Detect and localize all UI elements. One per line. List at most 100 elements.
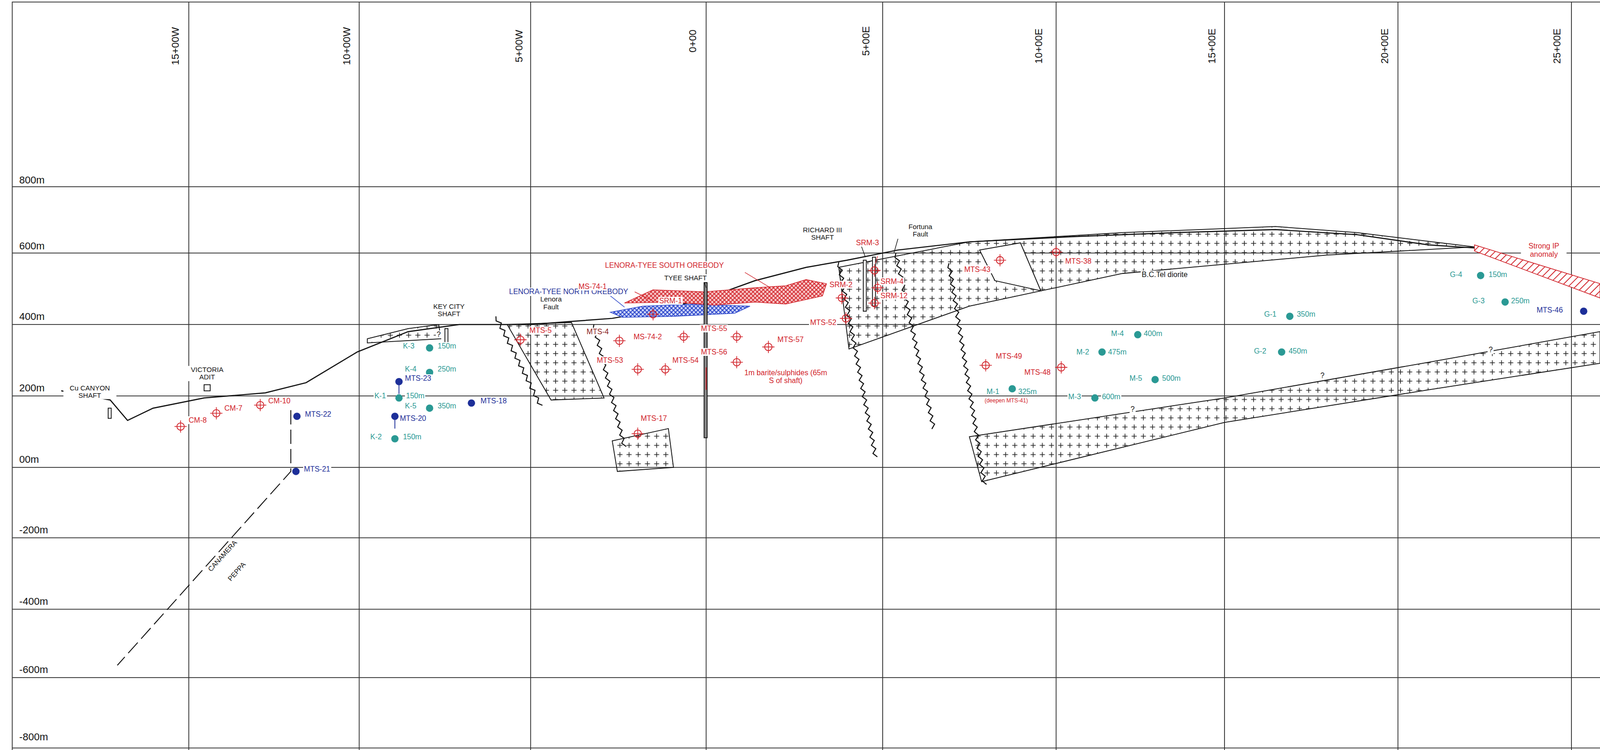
- section-label: 150m: [404, 391, 426, 400]
- section-label: K-1: [373, 391, 387, 400]
- drill-cross: [514, 333, 527, 346]
- section-label: -400m: [18, 595, 49, 607]
- section-label: 800m: [18, 174, 46, 186]
- section-label: G-1: [1263, 310, 1278, 318]
- section-label: 0+00: [687, 28, 699, 54]
- section-label: MTS-38: [1064, 257, 1093, 265]
- fault-line: [593, 324, 627, 447]
- section-label: SRM-3: [855, 238, 880, 247]
- section-label: MTS-48: [1023, 368, 1052, 376]
- proposed-hole: [426, 344, 434, 352]
- section-label: Lenora Fault: [534, 295, 569, 311]
- proposed-hole: [1008, 384, 1016, 393]
- proposed-hole: [1151, 375, 1159, 383]
- section-label: MTS-46: [1535, 305, 1564, 314]
- drill-cross: [839, 311, 853, 325]
- section-label: K-5: [404, 401, 418, 410]
- section-label: 150m: [436, 341, 458, 350]
- drill-cross: [979, 358, 992, 372]
- section-label: Cu CANYON SHAFT: [63, 384, 117, 399]
- section-label: MTS-55: [699, 324, 728, 333]
- section-label: MTS-4: [585, 327, 610, 336]
- section-label: CM-10: [267, 396, 292, 405]
- section-label: ?: [435, 330, 442, 339]
- section-label: 400m: [18, 310, 46, 323]
- drill-cross: [646, 308, 660, 321]
- drill-hole: [1580, 307, 1588, 315]
- proposed-hole: [395, 393, 403, 402]
- drill-cross: [730, 330, 744, 343]
- section-label: 350m: [1295, 310, 1317, 318]
- section-label: 150m: [402, 432, 423, 441]
- section-label: K-3: [402, 341, 416, 350]
- drill-cross: [631, 363, 645, 376]
- section-label: 00m: [18, 453, 41, 465]
- section-label: MTS-52: [808, 318, 838, 327]
- section-label: M-5: [1128, 374, 1144, 382]
- section-label: 10+00E: [1033, 27, 1045, 65]
- section-label: 400m: [1142, 329, 1164, 338]
- drill-cross: [631, 427, 645, 440]
- fault-line: [947, 263, 987, 485]
- section-label: ?: [1487, 345, 1494, 354]
- section-label: 250m: [1510, 296, 1531, 305]
- faults: [495, 252, 987, 485]
- north-orebody: [610, 304, 751, 318]
- drill-cross: [993, 253, 1007, 267]
- section-label: MS-74-1: [577, 282, 608, 291]
- section-label: MTS-22: [304, 410, 333, 418]
- section-label: -600m: [18, 663, 49, 675]
- section-label: MTS-56: [699, 347, 728, 356]
- section-label: K-4: [404, 364, 418, 373]
- section-label: Fortuna Fault: [902, 222, 938, 238]
- drill-holes: [174, 245, 1588, 475]
- section-label: 450m: [1287, 346, 1308, 355]
- section-label: MTS-5: [528, 326, 553, 335]
- section-label: CM-8: [187, 416, 208, 424]
- section-label: 600m: [1101, 392, 1122, 401]
- drill-cross: [174, 420, 188, 433]
- drill-cross: [835, 291, 849, 305]
- section-label: MTS-57: [776, 335, 805, 344]
- section-label: MTS-43: [963, 265, 992, 274]
- section-label: ?: [1319, 371, 1326, 380]
- drill-cross: [1054, 361, 1068, 374]
- section-label: 250m: [436, 364, 458, 373]
- proposed-hole: [1476, 271, 1485, 280]
- section-label: 10+00W: [341, 25, 353, 66]
- proposed-hole: [1501, 298, 1509, 306]
- section-label: G-4: [1448, 270, 1464, 279]
- section-label: 5+00E: [861, 24, 873, 57]
- section-label: M-4: [1110, 329, 1126, 338]
- section-label: 350m: [436, 401, 458, 410]
- drill-cross: [762, 340, 775, 353]
- section-label: Strong IP anomaly: [1521, 241, 1567, 258]
- drill-cross: [254, 398, 267, 412]
- proposed-hole: [1134, 330, 1142, 339]
- section-label: LENORA-TYEE SOUTH OREBODY: [603, 261, 725, 270]
- diorite-bands: [367, 226, 1600, 481]
- section-label: VICTORIA ADIT: [183, 365, 232, 381]
- section-label: -800m: [18, 731, 49, 743]
- section-label: 15+00W: [169, 25, 182, 66]
- section-label: SRM-2: [828, 280, 854, 289]
- drill-cross: [613, 334, 626, 347]
- section-label: 475m: [1107, 347, 1128, 356]
- proposed-hole: [1286, 312, 1294, 320]
- leaders: [609, 238, 898, 307]
- fault-line: [837, 262, 878, 457]
- drill-cross: [210, 406, 223, 420]
- section-label: MS-74-2: [632, 332, 663, 341]
- section-label: M-1: [985, 387, 1001, 396]
- section-label: (deepen MTS-41): [983, 397, 1029, 404]
- section-label: M-2: [1075, 347, 1091, 356]
- section-label: 600m: [18, 240, 46, 252]
- section-label: SRM-12: [879, 291, 909, 300]
- section-label: CM-7: [223, 404, 244, 412]
- section-label: G-3: [1471, 296, 1486, 305]
- proposed-hole: [391, 434, 399, 443]
- section-label: B.C.Tel diorite: [1140, 270, 1189, 279]
- section-label: MTS-18: [479, 396, 508, 405]
- drill-cross: [868, 263, 881, 277]
